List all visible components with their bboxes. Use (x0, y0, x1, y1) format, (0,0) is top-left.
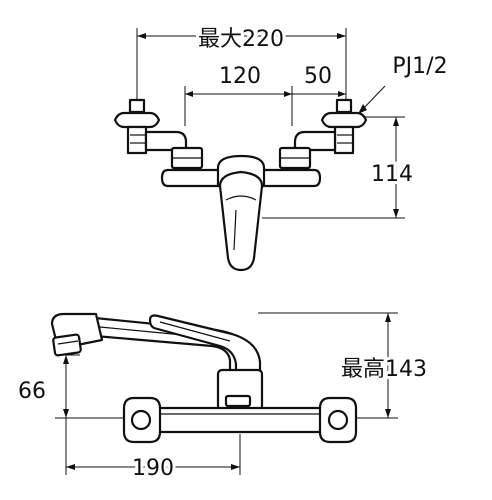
left-inlet-fitting (113, 98, 188, 155)
label-center-spacing: 120 (219, 64, 261, 89)
left-union-nut (170, 146, 204, 170)
label-max-height: 最高143 (341, 357, 427, 382)
right-inlet-fitting (293, 98, 368, 155)
faucet-body-side (134, 406, 346, 434)
left-eccentric-fitting (122, 396, 162, 444)
label-spout-reach: 190 (132, 456, 174, 481)
right-eccentric-fitting (318, 396, 358, 444)
dimension-line-spout-reach (66, 464, 240, 470)
top-view: 最大220 120 50 PJ1/2 114 (113, 24, 448, 272)
label-spout-height: 66 (18, 379, 46, 404)
right-union-nut (278, 146, 312, 170)
label-thread: PJ1/2 (392, 54, 447, 79)
label-max-width: 最大220 (198, 27, 284, 52)
label-height-top: 114 (371, 162, 413, 187)
body-column (216, 368, 264, 412)
dimension-line-spout-height (63, 355, 69, 418)
dimension-line-offset (292, 91, 346, 97)
dimension-line-height-top (393, 117, 399, 218)
dimension-line-max-width (137, 33, 346, 39)
side-view: 最高143 66 190 (18, 312, 430, 484)
lever-handle-top (218, 170, 264, 272)
dimension-line-center-spacing (185, 91, 292, 97)
dimension-line-max-height (385, 313, 391, 418)
label-offset: 50 (304, 64, 332, 89)
